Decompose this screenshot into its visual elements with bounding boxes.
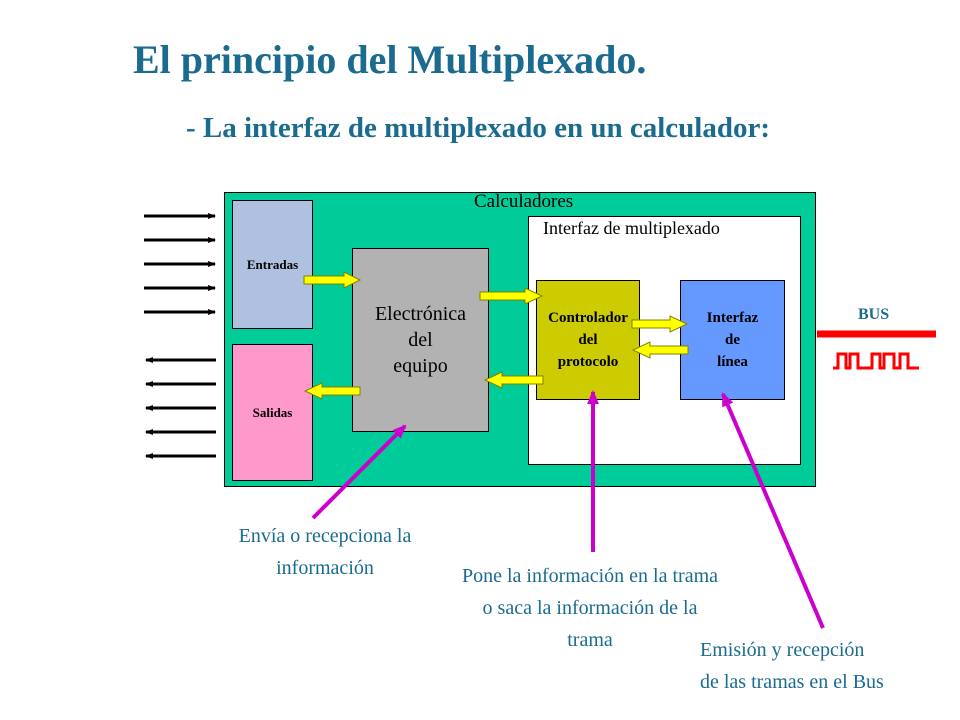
annotation-line: o saca la información de la [482,597,698,619]
bus-signal-icon [833,352,919,370]
annotation-line: trama [567,629,613,651]
electronica-block: Electrónica del equipo [352,248,489,432]
salidas-block: Salidas [232,344,313,481]
entradas-label: Entradas [246,256,299,272]
linea-line-3: línea [717,354,748,370]
electronica-line-3: equipo [393,355,448,377]
linea-line-1: Interfaz [706,310,759,326]
annotation-controlador: Pone la información en la trama o saca l… [410,560,770,656]
interfaz-linea-block: Interfaz de línea [680,280,785,400]
controlador-block: Controlador del protocolo [536,280,640,400]
calculadores-label: Calculadores [474,191,574,212]
annotation-line: Pone la información en la trama [461,565,718,587]
controlador-line-1: Controlador [548,310,628,326]
annotation-line: Emisión y recepción [700,639,865,661]
controlador-line-3: protocolo [557,354,619,370]
annotation-line: Envía o recepciona la [238,525,412,547]
annotation-line: de las tramas en el Bus [700,671,884,693]
salidas-label: Salidas [252,404,293,420]
linea-line-2: de [725,332,740,348]
entradas-block: Entradas [232,200,313,329]
annotation-linea: Emisión y recepción de las tramas en el … [700,634,955,698]
page-subtitle: - La interfaz de multiplexado en un calc… [186,112,771,144]
input-arrows [144,213,216,315]
bus-label: BUS [858,306,890,323]
annotation-line: información [276,557,374,579]
multiplex-interface-label: Interfaz de multiplexado [543,218,720,238]
electronica-line-1: Electrónica [374,303,467,325]
output-arrows [145,357,216,459]
electronica-line-2: del [408,329,433,351]
annotation-electronica: Envía o recepciona la información [195,520,455,584]
controlador-line-2: del [578,332,598,348]
page-title: El principio del Multiplexado. [133,37,647,82]
